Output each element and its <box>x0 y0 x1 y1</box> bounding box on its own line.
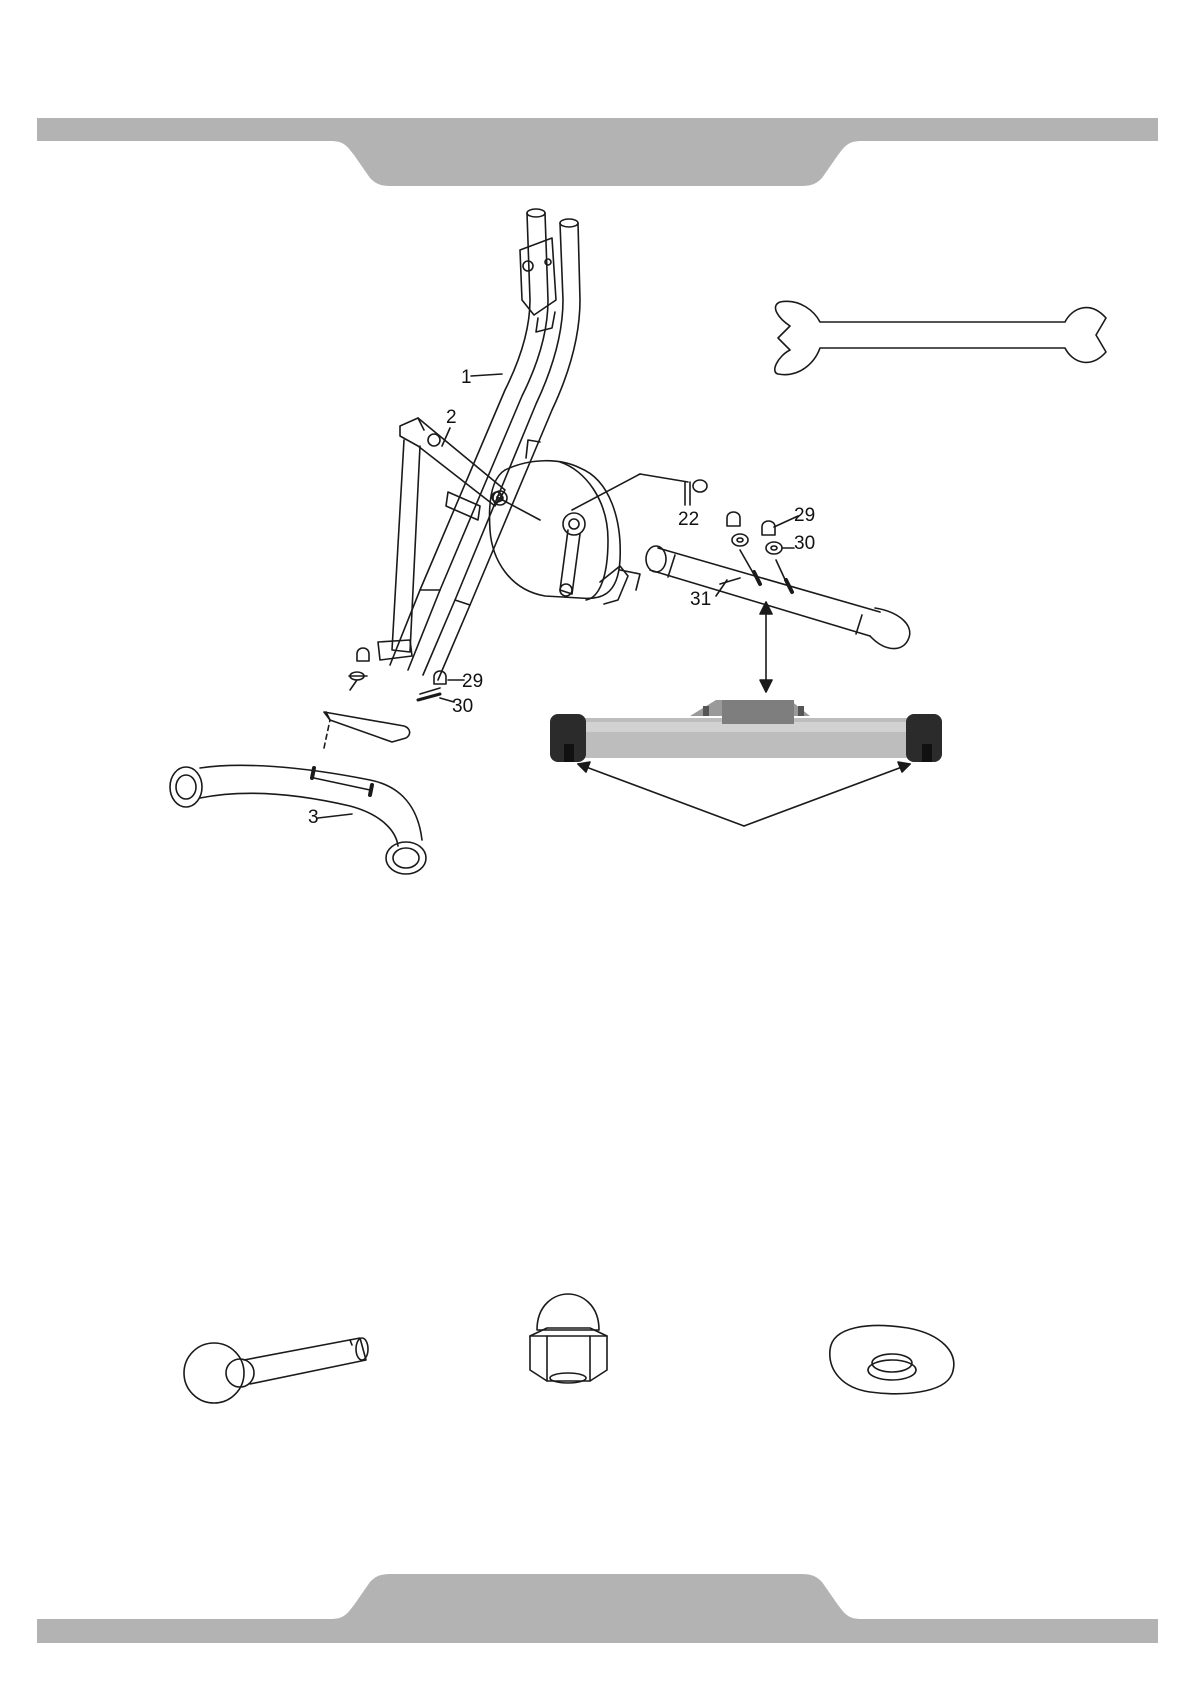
callout-1: 1 <box>461 368 472 387</box>
flywheel-housing <box>490 440 640 604</box>
front-stabilizer-part-3 <box>170 720 426 874</box>
callout-30-left: 30 <box>452 697 473 716</box>
double-arrow <box>760 602 772 692</box>
callout-22: 22 <box>678 510 699 529</box>
callout-30-top: 30 <box>794 534 815 553</box>
frame-part-1 <box>324 209 580 742</box>
rear-stabilizer-part-31 <box>646 546 910 649</box>
cap-pointer-arrows <box>578 762 910 826</box>
stabilizer-photo <box>550 700 942 762</box>
quick-release-pin-icon <box>184 1338 368 1403</box>
callout-29-top: 29 <box>794 506 815 525</box>
callout-3: 3 <box>308 808 319 827</box>
callout-31: 31 <box>690 590 711 609</box>
bolt-part-22 <box>572 474 707 510</box>
foot-plate <box>324 712 410 742</box>
fasteners-top <box>727 512 798 592</box>
washer-icon <box>830 1326 954 1394</box>
cap-nut-icon <box>530 1294 607 1383</box>
spanner <box>775 301 1106 374</box>
callout-29-left: 29 <box>462 672 483 691</box>
callout-2: 2 <box>446 408 457 427</box>
